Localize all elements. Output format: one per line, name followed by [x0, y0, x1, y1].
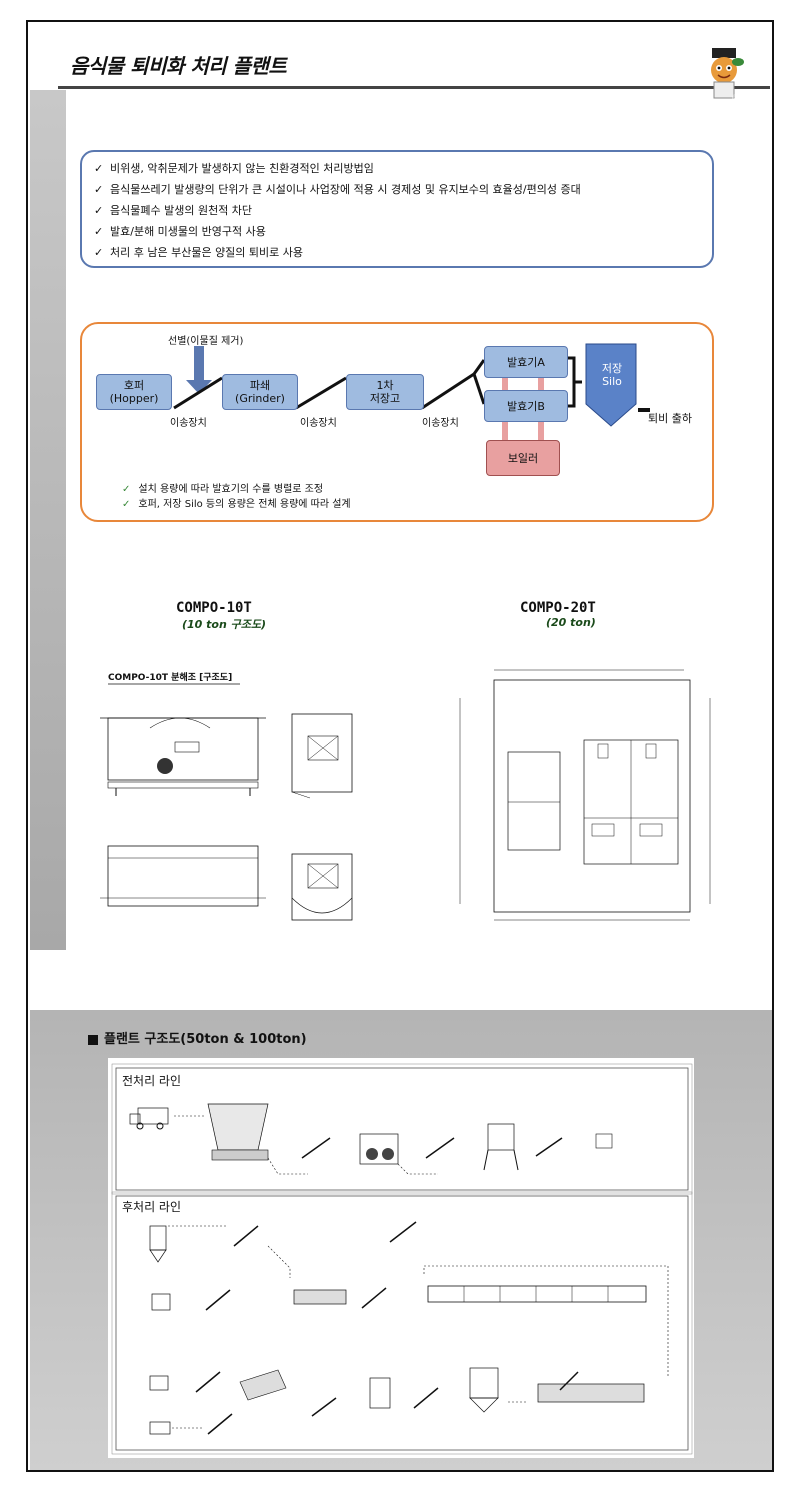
features-box: ✓비위생, 악취문제가 발생하지 않는 친환경적인 처리방법임 ✓음식물쓰레기 …: [80, 150, 714, 268]
process-heading: 공정 흐름도(기본방식): [92, 296, 231, 315]
drawing-card-10t: COMPO-10T 분해조 [구조도]: [80, 658, 388, 934]
background-photo-left: [30, 90, 66, 950]
fermenter-b-box: 발효기B: [484, 390, 568, 422]
title-rule: [58, 86, 770, 89]
model-title-20t: COMPO-20T: [520, 600, 596, 616]
process-note: ✓호퍼, 저장 Silo 등의 용량은 전체 용량에 따라 설계: [122, 499, 351, 510]
boiler-box: 보일러: [486, 440, 560, 476]
hopper-box: 호퍼(Hopper): [96, 374, 172, 410]
feature-item: ✓음식물쓰레기 발생량의 단위가 큰 시설이나 사업장에 적용 시 경제성 및 …: [94, 183, 581, 196]
drawing-card-title: COMPO-10T 분해조 [구조도]: [108, 673, 233, 683]
feature-item: ✓발효/분해 미생물의 반영구적 사용: [94, 225, 266, 238]
process-note: ✓설치 용량에 따라 발효기의 수를 병렬로 조정: [122, 484, 324, 495]
drawing-10t: [100, 683, 353, 921]
plant-diagram: [111, 1063, 693, 1455]
features-heading: 특장점: [92, 124, 143, 143]
model-sub-10t: (10 ton 구조도): [182, 618, 267, 631]
sorting-label: 선별(이물질 제거): [168, 336, 244, 347]
output-label: 퇴비 출하: [648, 412, 692, 425]
grinder-box: 파쇄(Grinder): [222, 374, 298, 410]
feature-item: ✓처리 후 남은 부산물은 양질의 퇴비로 사용: [94, 246, 304, 259]
drawing-20t: [459, 669, 711, 921]
conveyor-label: 이송장치: [300, 418, 337, 429]
plant-heading: 플랜트 구조도(50ton & 100ton): [88, 1028, 307, 1047]
plant-diagram-panel: 전처리 라인 후처리 라인: [108, 1058, 694, 1458]
conveyor-label: 이송장치: [422, 418, 459, 429]
model-sub-20t: (20 ton): [546, 616, 596, 629]
page-frame: [26, 20, 774, 1472]
feature-item: ✓비위생, 악취문제가 발생하지 않는 친환경적인 처리방법임: [94, 162, 374, 175]
silo-shape: [585, 343, 637, 427]
background-photo-right: [732, 90, 772, 950]
feature-item: ✓음식물폐수 발생의 원천적 차단: [94, 204, 253, 217]
fermenter-a-box: 발효기A: [484, 346, 568, 378]
drawing-card-20t: [414, 658, 722, 936]
model-title-10t: COMPO-10T: [176, 600, 252, 616]
page-title: 음식물 퇴비화 처리 플랜트: [70, 54, 287, 78]
conveyor-label: 이송장치: [170, 418, 207, 429]
pre-treatment-line-label: 전처리 라인: [122, 1074, 182, 1088]
post-treatment-line-label: 후처리 라인: [122, 1200, 182, 1214]
mascot-icon: [711, 48, 744, 99]
